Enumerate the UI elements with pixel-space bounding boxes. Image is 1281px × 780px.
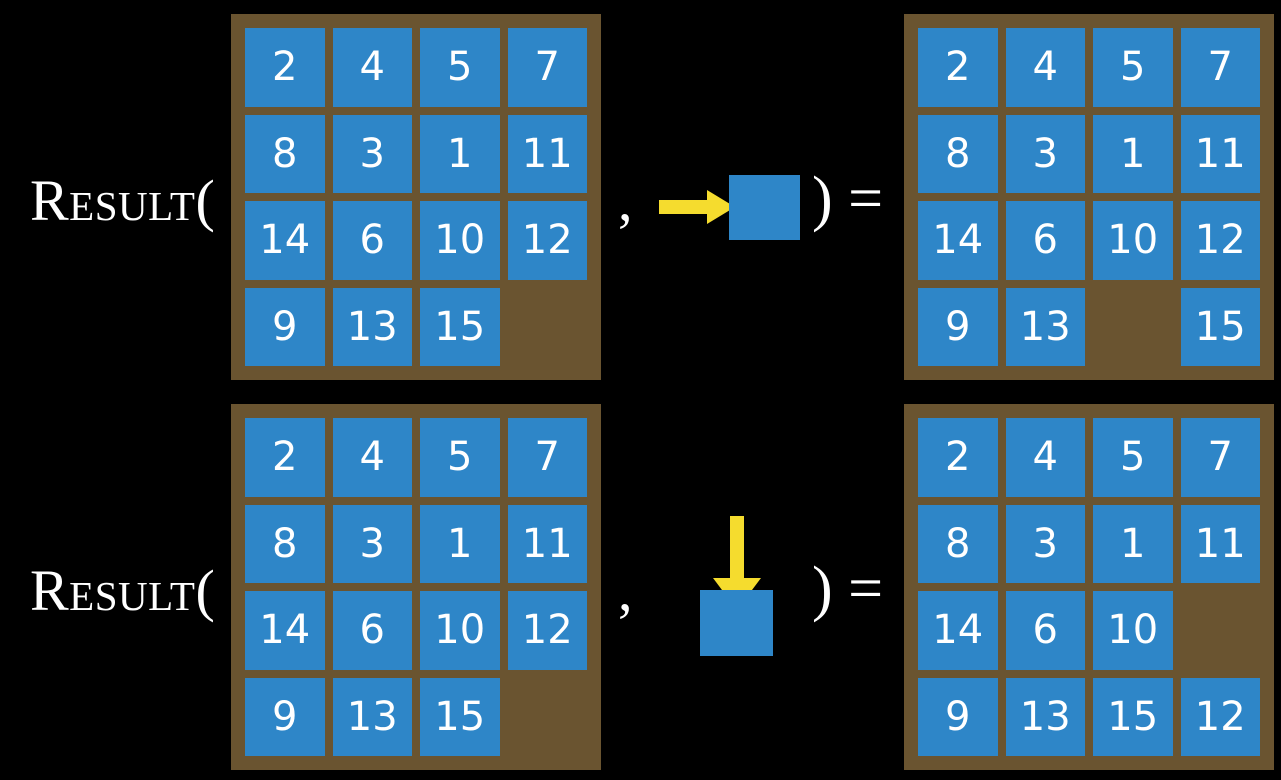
tile-cell[interactable]: 14 [918,591,998,670]
tile-cell[interactable]: 13 [332,287,412,366]
tile-cell[interactable]: 5 [420,418,500,497]
tile-cell[interactable]: 11 [507,504,587,583]
tile-cell[interactable]: 1 [420,114,500,193]
tile-cell[interactable]: 11 [1180,504,1260,583]
tile-cell[interactable]: 11 [1180,114,1260,193]
tile-cell[interactable]: 9 [918,677,998,756]
tile-cell[interactable]: 15 [420,677,500,756]
tile-cell[interactable]: 1 [1093,504,1173,583]
tile-cell[interactable]: 4 [332,28,412,107]
tile-cell[interactable]: 5 [1093,418,1173,497]
blank-cell [508,288,588,367]
arrow-right-icon [659,190,735,224]
tile-cell[interactable]: 8 [245,504,325,583]
tile-cell[interactable]: 9 [918,287,998,366]
tile-cell[interactable]: 6 [332,591,412,670]
tile-cell[interactable]: 2 [918,28,998,107]
tile-cell[interactable]: 12 [507,591,587,670]
tile-cell[interactable]: 14 [245,201,325,280]
tile-cell[interactable]: 5 [420,28,500,107]
tile-cell[interactable]: 15 [420,287,500,366]
tile-cell[interactable]: 8 [918,504,998,583]
tile-cell[interactable]: 13 [1005,677,1085,756]
blank-cell [1093,288,1173,367]
result-function-label-row-2: Result( [30,558,216,623]
arrow-down-icon [713,516,761,610]
tile-cell[interactable]: 15 [1093,677,1173,756]
tile-cell[interactable]: 5 [1093,28,1173,107]
tile-cell[interactable]: 1 [1093,114,1173,193]
tile-cell[interactable]: 14 [245,591,325,670]
tile-cell[interactable]: 7 [1180,28,1260,107]
tile-cell[interactable]: 12 [1180,201,1260,280]
blank-cell [508,678,588,757]
tile-cell[interactable]: 2 [245,418,325,497]
tile-cell[interactable]: 8 [245,114,325,193]
tile-cell[interactable]: 13 [1005,287,1085,366]
closing-paren-equals-row-2: ) = [812,555,884,623]
tile-cell[interactable]: 10 [1093,201,1173,280]
tile-cell[interactable]: 4 [1005,28,1085,107]
tile-cell[interactable]: 9 [245,677,325,756]
tile-cell[interactable]: 2 [918,418,998,497]
tile-cell[interactable]: 11 [507,114,587,193]
tile-cell[interactable]: 6 [1005,591,1085,670]
tile-cell[interactable]: 13 [332,677,412,756]
tile-cell[interactable]: 15 [1180,287,1260,366]
tile-cell[interactable]: 4 [332,418,412,497]
argument-separator-comma-row-2: , [618,558,633,623]
tile-cell[interactable]: 14 [918,201,998,280]
argument-separator-comma-row-1: , [618,168,633,233]
tile-cell[interactable]: 3 [332,114,412,193]
tile-cell[interactable]: 10 [420,201,500,280]
tile-cell[interactable]: 10 [420,591,500,670]
tile-cell[interactable]: 10 [1093,591,1173,670]
tile-cell[interactable]: 3 [1005,114,1085,193]
tile-cell[interactable]: 6 [1005,201,1085,280]
closing-paren-equals-row-1: ) = [812,165,884,233]
tile-cell[interactable]: 6 [332,201,412,280]
tile-cell[interactable]: 4 [1005,418,1085,497]
blank-cell [1181,591,1261,670]
tile-cell[interactable]: 3 [332,504,412,583]
move-tile-row-1[interactable] [729,175,800,240]
tile-cell[interactable]: 3 [1005,504,1085,583]
tile-cell[interactable]: 2 [245,28,325,107]
tile-cell[interactable]: 1 [420,504,500,583]
tile-cell[interactable]: 9 [245,287,325,366]
tile-cell[interactable]: 12 [507,201,587,280]
tile-cell[interactable]: 8 [918,114,998,193]
result-function-label-row-1: Result( [30,168,216,233]
move-tile-row-2[interactable] [700,590,773,656]
tile-cell[interactable]: 12 [1180,677,1260,756]
tile-cell[interactable]: 7 [507,28,587,107]
tile-cell[interactable]: 7 [507,418,587,497]
tile-cell[interactable]: 7 [1180,418,1260,497]
